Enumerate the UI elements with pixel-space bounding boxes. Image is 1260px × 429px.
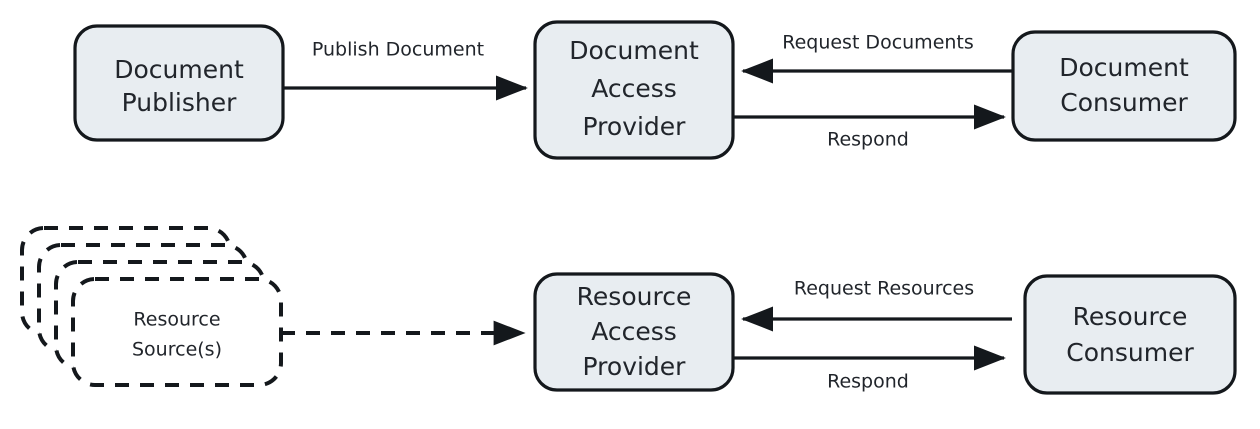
node-document-consumer[interactable]: Document Consumer (1011, 30, 1237, 142)
request-resources-label: Request Resources (794, 278, 974, 300)
document-access-provider-label-line-2: Access (591, 74, 677, 103)
document-row: Publish Document Request Documents Respo… (73, 20, 1237, 160)
node-resource-sources[interactable]: Resource Source(s) (20, 226, 283, 387)
respond-resources-label: Respond (827, 371, 909, 393)
resource-sources-label-line-1: Resource (133, 309, 220, 331)
resource-consumer-label-line-1: Resource (1073, 302, 1188, 331)
resource-access-provider-label-line-3: Provider (583, 352, 687, 381)
node-resource-consumer[interactable]: Resource Consumer (1023, 274, 1237, 395)
edge-request-documents: Request Documents (741, 32, 1012, 84)
resource-row: Request Resources Respond Resource Sourc… (20, 226, 1237, 395)
resource-consumer-label-line-2: Consumer (1066, 338, 1194, 367)
resource-sources-stack-front[interactable] (71, 277, 283, 387)
document-consumer-label-line-2: Consumer (1060, 88, 1188, 117)
document-access-provider-box[interactable] (533, 20, 735, 160)
edge-respond-resources: Respond (734, 345, 1006, 393)
publish-document-label: Publish Document (312, 39, 484, 61)
resource-sources-label-line-2: Source(s) (132, 339, 222, 361)
document-consumer-box[interactable] (1011, 30, 1237, 142)
resource-access-provider-label-line-1: Resource (577, 282, 692, 311)
document-publisher-label-line-1: Document (114, 55, 244, 84)
document-access-provider-label-line-3: Provider (583, 112, 687, 141)
respond-documents-label: Respond (827, 129, 909, 151)
document-access-provider-label-line-1: Document (569, 36, 699, 65)
edge-publish-document: Publish Document (284, 39, 528, 101)
request-documents-label: Request Documents (782, 32, 974, 54)
resource-access-provider-label-line-2: Access (591, 317, 677, 346)
document-publisher-box[interactable] (73, 24, 285, 142)
node-document-access-provider[interactable]: Document Access Provider (533, 20, 735, 160)
edge-request-resources: Request Resources (741, 278, 1012, 332)
document-publisher-label-line-2: Publisher (122, 88, 237, 117)
resource-access-provider-box[interactable] (533, 272, 735, 392)
edge-respond-documents: Respond (734, 104, 1006, 151)
document-consumer-label-line-1: Document (1059, 53, 1189, 82)
node-resource-access-provider[interactable]: Resource Access Provider (533, 272, 735, 392)
resource-consumer-box[interactable] (1023, 274, 1237, 395)
node-document-publisher[interactable]: Document Publisher (73, 24, 285, 142)
